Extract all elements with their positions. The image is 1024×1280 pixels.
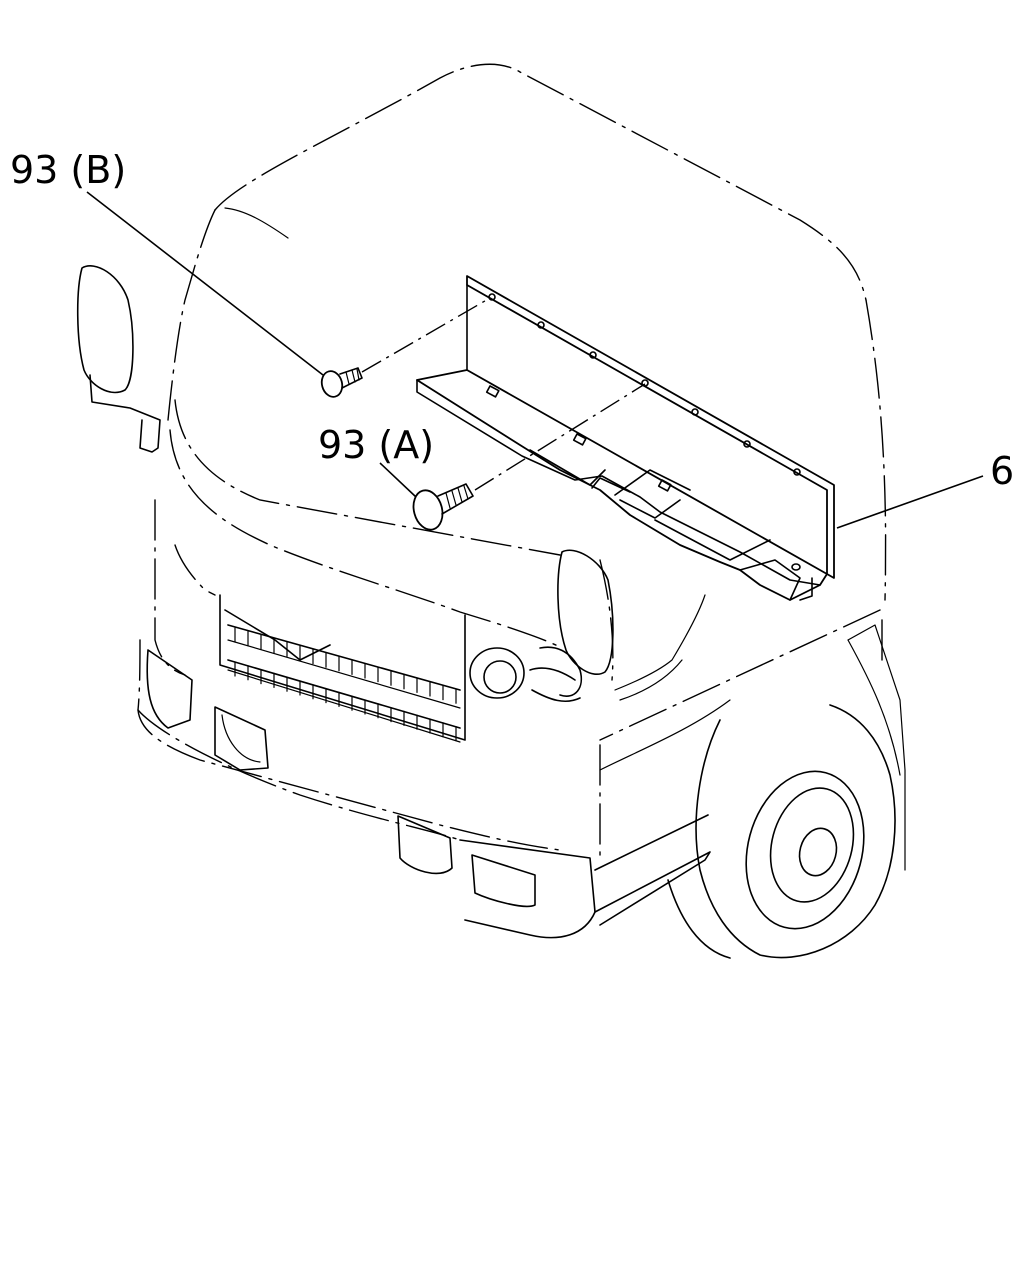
truck-cab-outline bbox=[154, 63, 906, 871]
panel-part-6 bbox=[416, 275, 835, 601]
screw-93b bbox=[320, 367, 363, 398]
alignment-lines bbox=[361, 297, 646, 491]
callout-93b: 93 (B) bbox=[10, 148, 126, 192]
left-mirror bbox=[76, 265, 161, 453]
right-mirror bbox=[539, 549, 614, 697]
screw-93a bbox=[412, 483, 474, 531]
headlamp bbox=[469, 647, 581, 702]
callout-6: 6 bbox=[990, 449, 1014, 493]
front-wheel bbox=[667, 704, 896, 959]
front-grille bbox=[219, 594, 466, 743]
leader-lines bbox=[86, 191, 984, 529]
front-bumper bbox=[137, 639, 711, 939]
callout-93a: 93 (A) bbox=[318, 423, 434, 467]
grille-slats bbox=[234, 627, 457, 742]
